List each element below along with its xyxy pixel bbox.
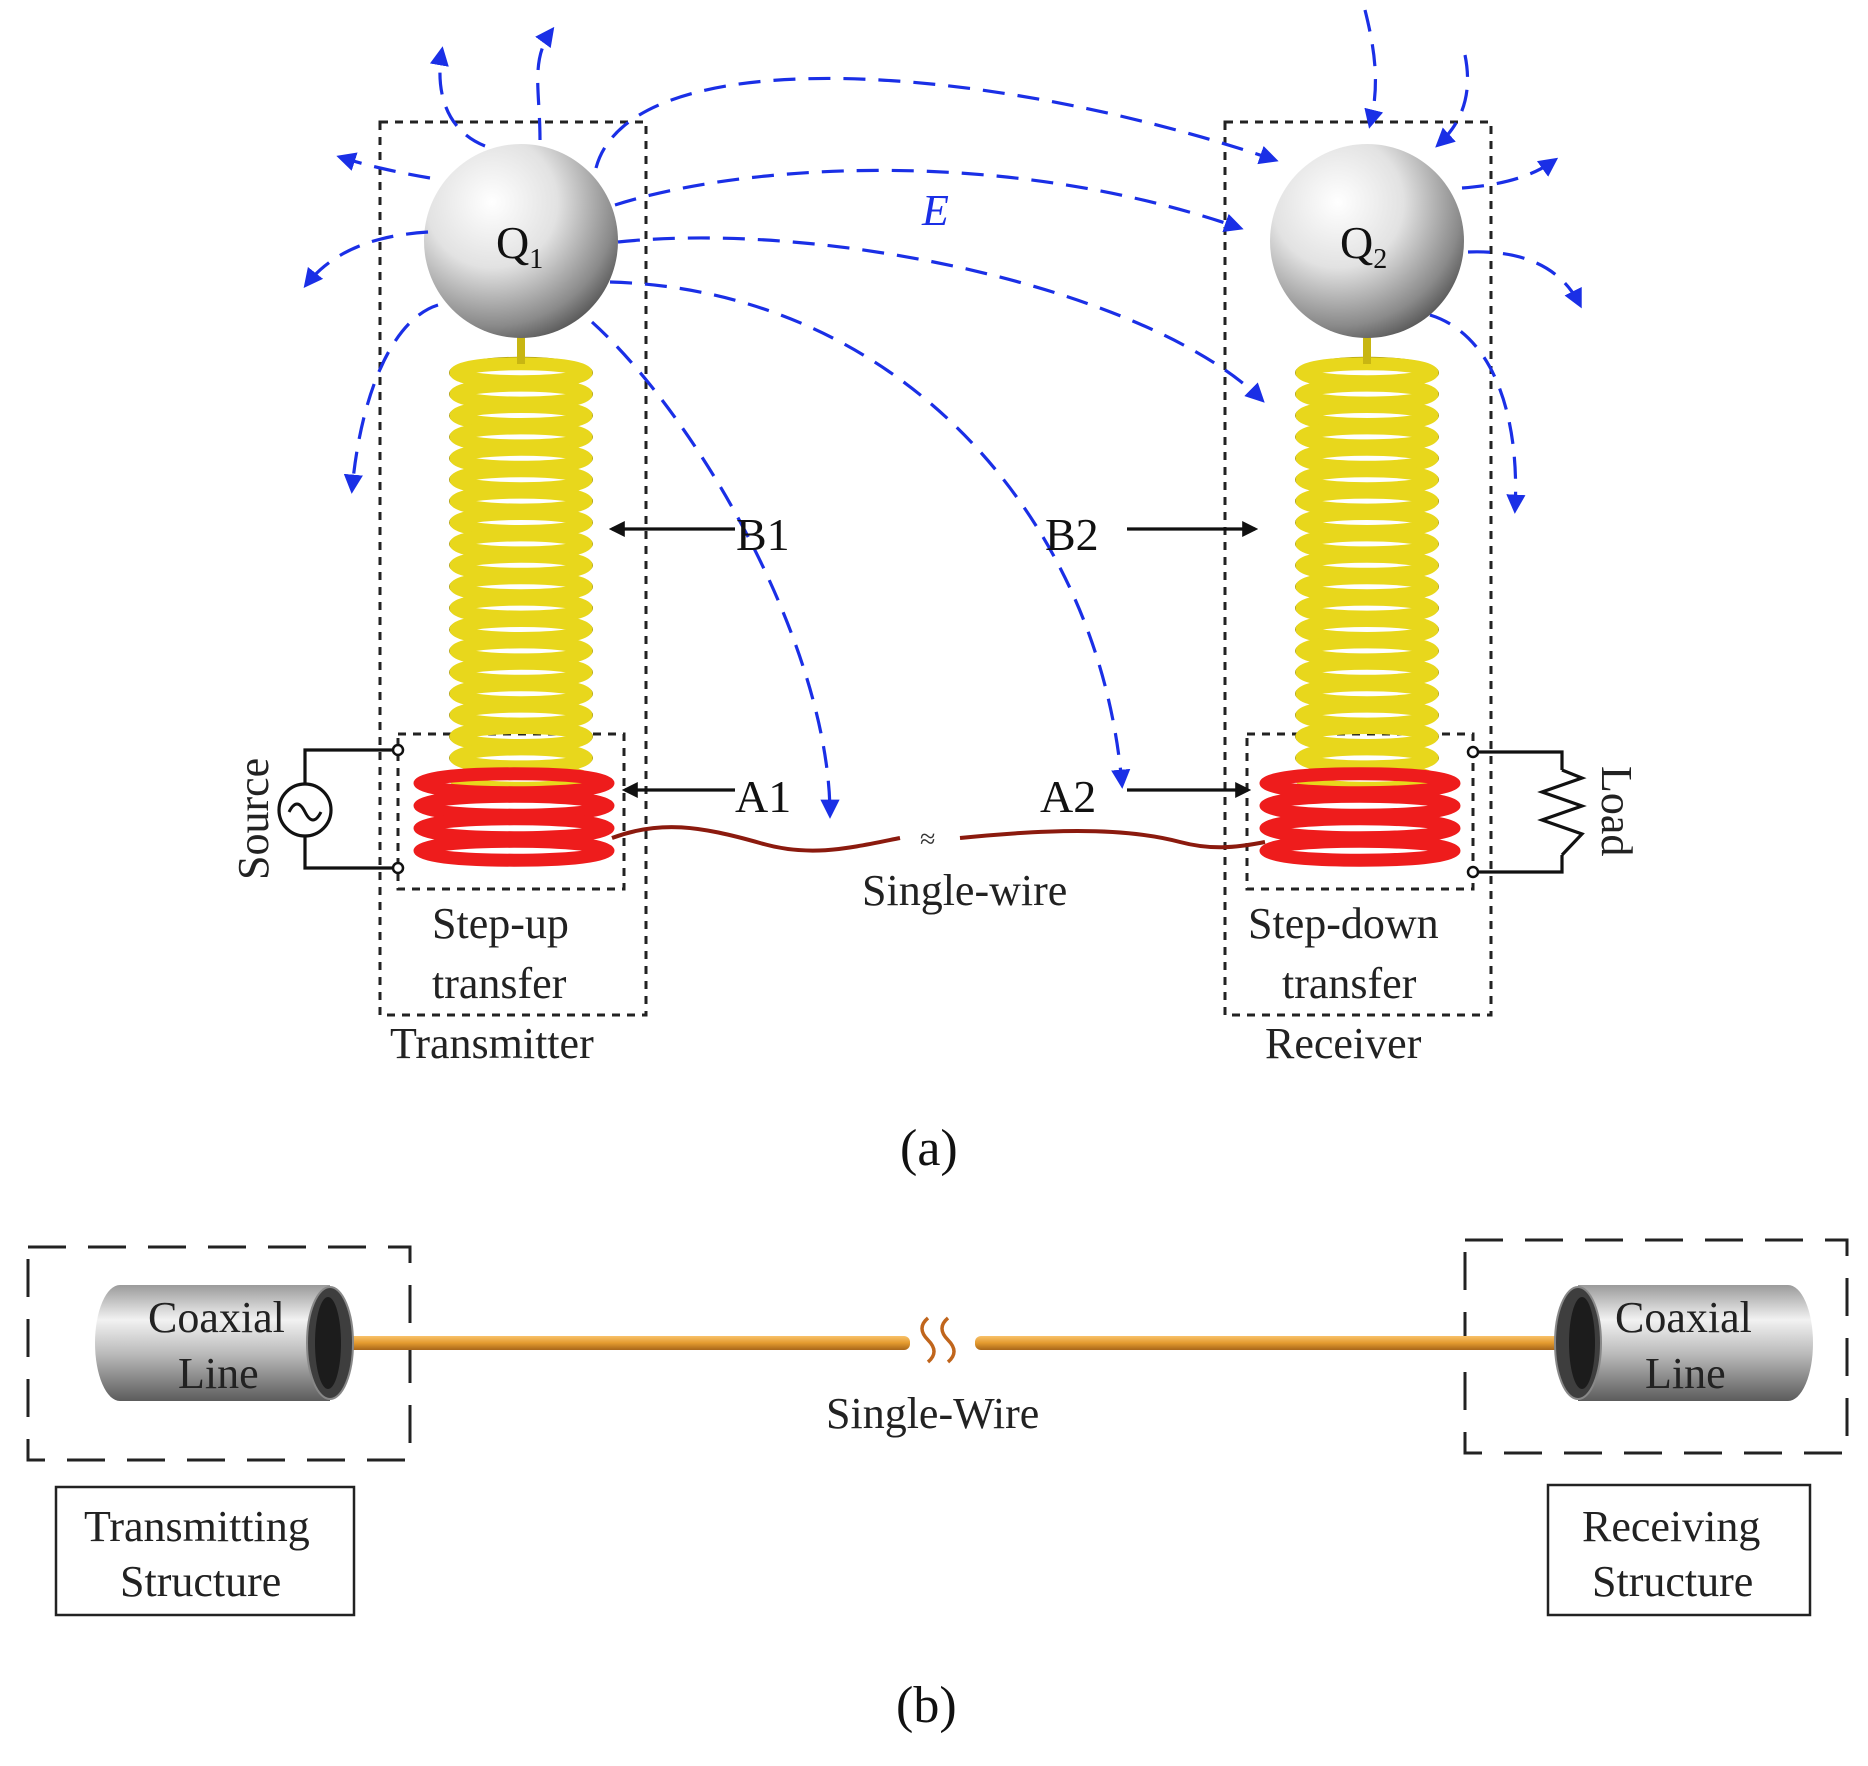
coax-left-line1: Coaxial [148,1293,285,1342]
source-circuit: Source [229,743,405,880]
coax-left-line2: Line [178,1349,259,1398]
single-wire-a [611,825,901,853]
primary-coil-right [1259,767,1461,867]
single-wire-a-right [959,829,1266,850]
panel-b: Single-Wire Coaxial Line Coaxial Line Tr… [26,1238,1849,1734]
step-up-line2: transfer [432,959,567,1008]
single-wire-b-label: Single-Wire [826,1389,1039,1438]
resistor-icon [1537,768,1587,857]
source-label: Source [229,758,278,880]
load-circuit: Load [1466,745,1641,879]
charge-label-left: Q1 [496,217,543,275]
single-wire-right [975,1336,1605,1350]
receiver-label: Receiver [1265,1019,1422,1068]
stem-left [517,330,525,364]
step-down-line2: transfer [1282,959,1417,1008]
step-down-line1: Step-down [1248,899,1439,948]
label-a1: A1 [735,771,791,822]
field-label-e: E [921,186,949,235]
label-b1: B1 [736,509,790,560]
coil-turn [413,834,615,867]
load-label: Load [1592,766,1641,856]
electric-field-lines [303,9,1582,819]
panel-b-label: (b) [896,1677,957,1734]
transmitting-boundary [26,1245,412,1462]
receiving-line1: Receiving [1582,1502,1760,1551]
label-a2: A2 [1040,771,1096,822]
coaxial-line-right [1554,1285,1813,1401]
receiving-line2: Structure [1592,1557,1753,1606]
step-up-line1: Step-up [432,899,569,948]
charge-label-right: Q2 [1340,217,1387,275]
transmitting-structure-box [54,1485,356,1617]
receiver-box [1223,120,1493,1017]
coil-turn [1259,834,1461,867]
coax-right-line2: Line [1645,1349,1726,1398]
secondary-coil-left [449,356,593,796]
stem-right [1363,330,1371,364]
charge-sphere-left [424,144,618,338]
transmitting-line2: Structure [120,1557,281,1606]
coaxial-line-left [95,1285,354,1401]
charge-sphere-right [1270,144,1464,338]
panel-a-label: (a) [900,1120,958,1177]
label-b2: B2 [1045,509,1099,560]
receiving-structure-box [1546,1483,1812,1617]
single-wire-left [320,1336,910,1350]
transmitter-label: Transmitter [390,1019,594,1068]
primary-coil-left [413,767,615,867]
wire-break-icon [920,1316,956,1364]
wire-break-mark: ≈ [920,824,935,855]
panel-a: Q1 Q2 E B1 A1 B2 A2 [229,9,1641,1177]
transmitter-box [378,120,648,1017]
transmitting-line1: Transmitting [84,1502,310,1551]
single-wire-label: Single-wire [862,866,1067,915]
coax-right-line1: Coaxial [1615,1293,1752,1342]
secondary-coil-right [1295,356,1439,796]
